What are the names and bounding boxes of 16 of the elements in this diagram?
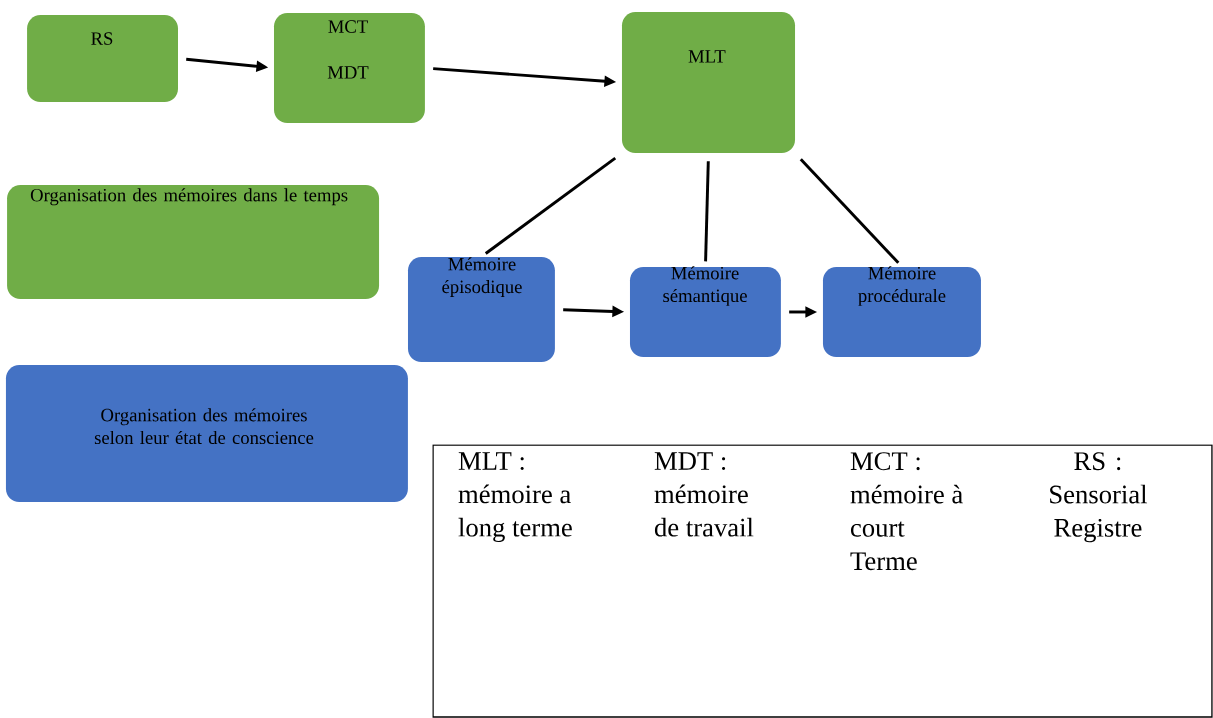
box-text: Organisation des mémoires dans le temps: [30, 188, 348, 206]
box-text: RS : Sensorial Registre: [1050, 452, 1148, 543]
connector-line: [484, 156, 617, 255]
box-text: MDT: [327, 66, 369, 79]
box-text: RS: [91, 32, 113, 45]
box-text: MLT : mémoire a long terme: [458, 452, 572, 543]
connector-line: [704, 161, 710, 262]
box-text: Mémoire épisodique: [442, 257, 522, 297]
box-text: Mémoire sémantique: [663, 266, 747, 306]
box-text: Mémoire procédurale: [858, 266, 946, 306]
box-text: MLT: [688, 50, 726, 63]
box-text: MCT : mémoire à court Terme: [850, 452, 963, 571]
box-text: Organisation des mémoires selon leur état de conscience: [94, 408, 314, 445]
box-text: MCT: [328, 20, 368, 33]
connector-line: [799, 158, 900, 264]
box-text: MDT : mémoire de travail: [654, 452, 754, 537]
